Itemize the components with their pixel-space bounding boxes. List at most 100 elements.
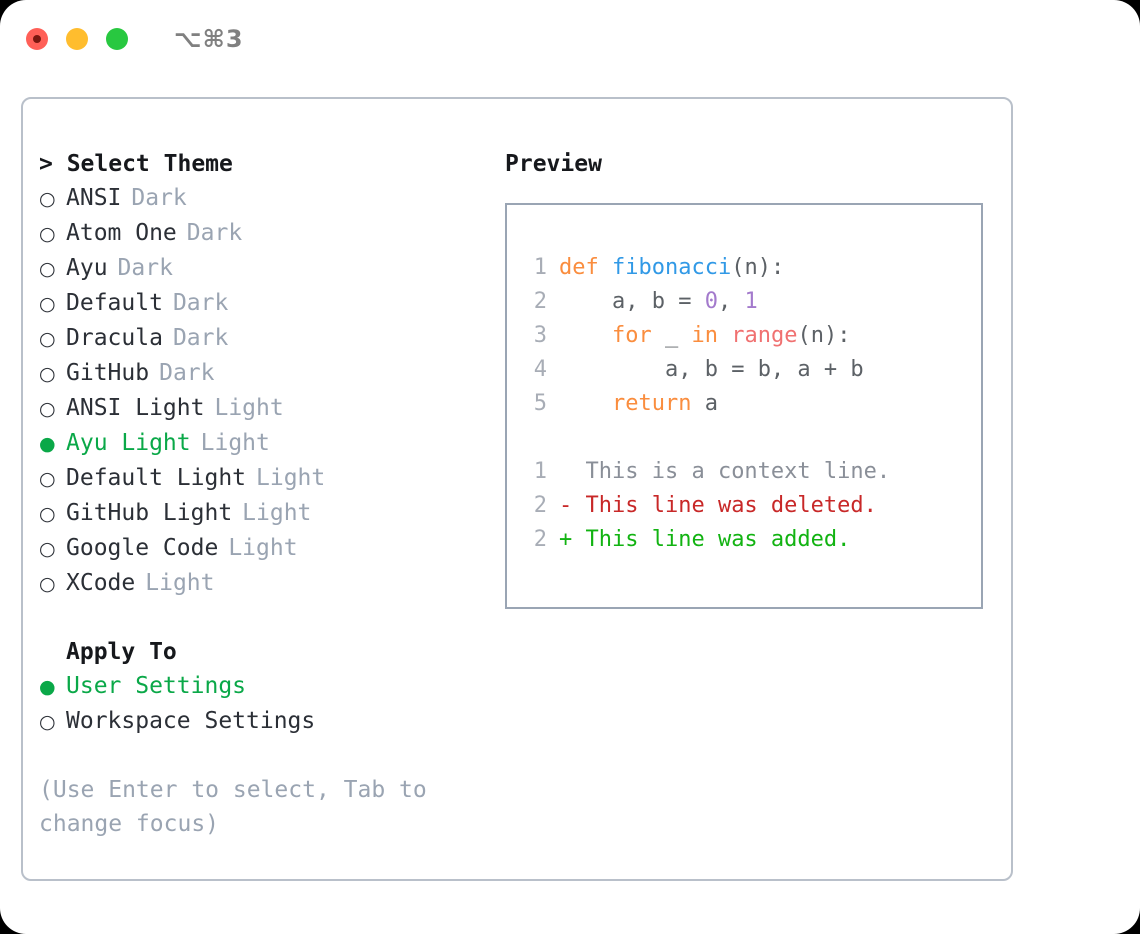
code-token: =: [731, 357, 758, 382]
theme-variant-tag: Dark: [117, 255, 173, 281]
diff-marker: [559, 459, 572, 484]
code-token: range: [731, 323, 798, 348]
diff-sample: 1 This is a context line. 2- This line wa…: [525, 455, 981, 557]
code-token: [559, 391, 612, 416]
close-button[interactable]: [26, 28, 48, 50]
diff-marker: -: [559, 493, 573, 518]
close-icon: [33, 35, 41, 43]
radio-unselected-icon: ○: [39, 258, 56, 280]
apply-to-header: Apply To: [66, 639, 177, 665]
theme-option-label: GitHub: [66, 360, 150, 386]
maximize-button[interactable]: [106, 28, 128, 50]
theme-variant-tag: Light: [256, 465, 326, 491]
code-token: ,: [717, 289, 745, 314]
diff-line: 1 This is a context line.: [525, 455, 981, 489]
theme-variant-tag: Light: [228, 535, 298, 561]
code-diff-spacer: [525, 421, 981, 455]
theme-option-ansi[interactable]: ○ ANSI Dark: [39, 181, 505, 216]
radio-unselected-icon: ○: [39, 293, 56, 315]
theme-variant-tag: Dark: [131, 185, 187, 211]
code-line: 5 return a: [525, 387, 981, 421]
title-bar: ⌥⌘3: [0, 0, 1140, 78]
radio-unselected-icon: ○: [39, 363, 56, 385]
theme-option-label: GitHub Light: [66, 500, 233, 526]
preview-header: Preview: [505, 151, 602, 177]
code-line: 4 a, b = b, a + b: [525, 353, 981, 387]
code-line-number: 1: [533, 255, 547, 280]
theme-option-label: Default Light: [66, 465, 247, 491]
apply-to-option-user-settings[interactable]: ●User Settings: [39, 669, 505, 704]
code-line-number: 4: [533, 357, 547, 382]
code-token: in: [691, 323, 718, 348]
keyboard-hint-line-1: (Use Enter to select, Tab to: [39, 777, 427, 803]
diff-text: This is a context line.: [572, 459, 891, 484]
radio-unselected-icon: ○: [39, 573, 56, 595]
code-line-number: 2: [533, 289, 547, 314]
code-token: =: [678, 289, 705, 314]
diff-text: This line was added.: [572, 527, 851, 552]
code-token: for: [611, 323, 652, 348]
keyboard-hint-line-2: change focus): [39, 811, 220, 837]
code-token: [599, 255, 612, 280]
theme-variant-tag: Light: [242, 500, 312, 526]
code-token: a: [691, 391, 718, 416]
code-token: _: [651, 323, 692, 348]
code-token: b, a + b: [757, 357, 864, 382]
code-token: return: [611, 391, 692, 416]
diff-line-number: 1: [533, 459, 547, 484]
theme-option-xcode[interactable]: ○ XCode Light: [39, 566, 505, 601]
theme-variant-tag: Dark: [159, 360, 215, 386]
theme-option-label: Default: [66, 290, 163, 316]
code-token: a, b: [559, 357, 732, 382]
theme-option-label: ANSI: [66, 185, 122, 211]
code-token: def: [559, 255, 599, 280]
apply-to-option-workspace-settings[interactable]: ○Workspace Settings: [39, 704, 505, 739]
diff-text: This line was deleted.: [572, 493, 877, 518]
keyboard-hint: (Use Enter to select, Tab to change focu…: [39, 773, 449, 841]
code-token: [718, 323, 731, 348]
radio-unselected-icon: ○: [39, 398, 56, 420]
code-line-number: 3: [533, 323, 547, 348]
traffic-lights: [26, 28, 128, 50]
radio-unselected-icon: ○: [39, 328, 56, 350]
diff-line-number: 2: [533, 527, 547, 552]
code-line: 2 a, b = 0, 1: [525, 285, 981, 319]
radio-unselected-icon: ○: [39, 223, 56, 245]
theme-option-github[interactable]: ○ GitHub Dark: [39, 356, 505, 391]
code-token: 1: [744, 289, 758, 314]
theme-option-label: Dracula: [66, 325, 163, 351]
theme-variant-tag: Light: [200, 430, 270, 456]
diff-line: 2+ This line was added.: [525, 523, 981, 557]
hint-spacer: [39, 739, 505, 773]
theme-variant-tag: Light: [145, 570, 215, 596]
radio-unselected-icon: ○: [39, 503, 56, 525]
theme-option-github-light[interactable]: ○ GitHub Light Light: [39, 496, 505, 531]
radio-unselected-icon: ○: [39, 188, 56, 210]
code-line: 3 for _ in range(n):: [525, 319, 981, 353]
theme-option-label: Google Code: [66, 535, 219, 561]
apply-to-list: ●User Settings○Workspace Settings: [39, 669, 505, 739]
minimize-button[interactable]: [66, 28, 88, 50]
apply-to-option-label: Workspace Settings: [66, 708, 316, 734]
select-theme-header: > Select Theme: [39, 151, 233, 177]
theme-option-label: Ayu Light: [66, 430, 191, 456]
apply-to-option-label: User Settings: [66, 673, 247, 699]
list-spacer: [39, 601, 505, 635]
code-token: (n):: [731, 255, 785, 280]
code-token: [559, 323, 612, 348]
theme-variant-tag: Dark: [186, 220, 243, 246]
theme-option-label: XCode: [66, 570, 136, 596]
